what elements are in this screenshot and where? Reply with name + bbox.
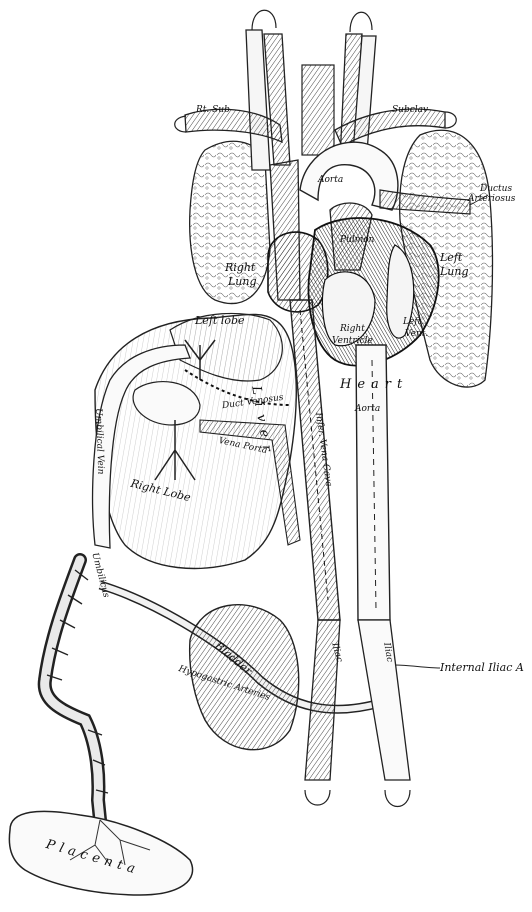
top-curve-arrow-left [350, 12, 372, 32]
label-left-lung: Left [440, 252, 462, 263]
label-left-lobe: Left lobe [195, 315, 245, 326]
label-left-subclavian: Subclav [392, 106, 428, 115]
label-rt-subclavian: Rt. Sub [196, 106, 230, 115]
trachea [302, 65, 334, 155]
label-heart: Heart [340, 378, 408, 391]
bottom-curve-arrow-left [385, 790, 410, 807]
label-internal-iliac: Internal Iliac A [440, 662, 524, 673]
label-left-ventricle-2: Vent. [405, 330, 428, 339]
label-right-lung-2: Lung [228, 276, 257, 287]
subclavian-curve-arrow-right [175, 116, 186, 132]
label-umbilical-vein: Umbilical Vein [93, 408, 104, 475]
label-left-ventricle: Left [403, 318, 421, 327]
top-curve-arrow-right [252, 10, 276, 30]
label-aorta: Aorta [318, 176, 343, 185]
label-right-lung: Right [225, 262, 255, 273]
label-ductus: Ductus [480, 185, 512, 194]
label-right-ventricle-2: Ventricle [332, 337, 373, 346]
label-pulmonary: Pulmon [340, 236, 374, 245]
label-left-lung-2: Lung [440, 266, 469, 277]
umbilical-cord [45, 560, 100, 820]
subclavian-curve-arrow-left [445, 112, 456, 128]
internal-iliac-leader [395, 665, 440, 668]
label-aorta-lower: Aorta [355, 405, 380, 414]
label-right-ventricle: Right [340, 325, 365, 334]
bottom-curve-arrow-right [305, 790, 330, 805]
label-arteriosus: Arteriosus [468, 195, 515, 204]
